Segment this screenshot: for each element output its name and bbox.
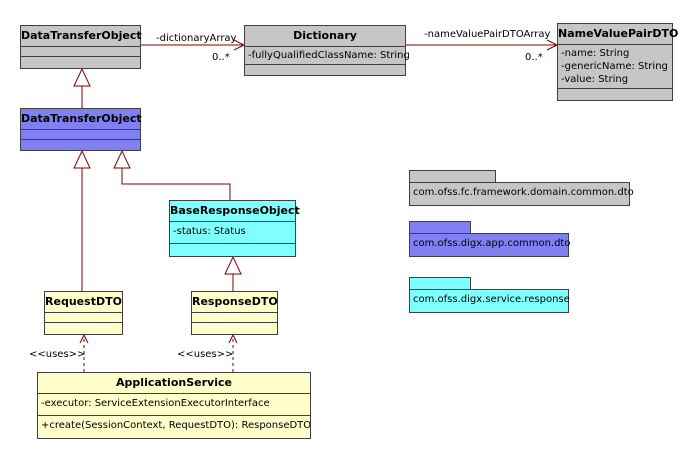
gen-request-head bbox=[73, 149, 91, 169]
class-name: RequestDTO bbox=[45, 292, 122, 313]
class-attribute-executor: -executor: ServiceExtensionExecutorInter… bbox=[38, 394, 310, 416]
class-name: DataTransferObject bbox=[21, 26, 142, 47]
class-name-value-pair-dto[interactable]: NameValuePairDTO -name: String -genericN… bbox=[557, 23, 678, 101]
class-operations bbox=[558, 89, 672, 100]
class-name: DataTransferObject bbox=[21, 109, 142, 130]
class-operations bbox=[45, 323, 122, 334]
class-attributes bbox=[21, 47, 140, 57]
class-operation-create: +create(SessionContext, RequestDTO): Res… bbox=[41, 420, 312, 431]
assoc-nvp-role: -nameValuePairDTOArray bbox=[424, 29, 551, 40]
class-attribute-value: -value: String bbox=[561, 74, 629, 85]
class-application-service[interactable]: ApplicationService -executor: ServiceExt… bbox=[37, 372, 311, 439]
class-request-dto[interactable]: RequestDTO bbox=[44, 291, 123, 335]
class-attribute-name: -name: String bbox=[561, 48, 630, 59]
legend-package-label: com.ofss.fc.framework.domain.common.dto bbox=[409, 182, 634, 206]
class-operations bbox=[21, 140, 140, 151]
class-attribute-status: -status: Status bbox=[170, 222, 295, 244]
class-attributes bbox=[21, 130, 140, 140]
assoc-dictionary-multiplicity: 0..* bbox=[212, 52, 230, 63]
class-data-transfer-object-framework[interactable]: DataTransferObject bbox=[20, 25, 142, 69]
assoc-dictionary-role: -dictionaryArray bbox=[156, 33, 237, 44]
class-attribute-generic-name: -genericName: String bbox=[561, 61, 668, 72]
legend-package-label: com.ofss.digx.app.common.dto bbox=[409, 233, 570, 257]
class-attributes bbox=[45, 313, 122, 323]
class-attributes: -name: String -genericName: String -valu… bbox=[558, 45, 672, 89]
gen-purple-to-gray-head bbox=[73, 67, 91, 87]
class-base-response-object[interactable]: BaseResponseObject -status: Status bbox=[169, 200, 300, 257]
dep-uses-response-arrow bbox=[228, 333, 238, 344]
class-dictionary[interactable]: Dictionary -fullyQualifiedClassName: Str… bbox=[244, 25, 410, 76]
class-operations bbox=[21, 57, 140, 68]
class-data-transfer-object-app[interactable]: DataTransferObject bbox=[20, 108, 142, 151]
legend-package-label: com.ofss.digx.service.response bbox=[409, 289, 570, 313]
gen-base-head bbox=[113, 149, 131, 169]
class-attributes bbox=[192, 313, 277, 323]
dep-uses-request-label: <<uses>> bbox=[29, 349, 86, 360]
class-operations bbox=[192, 323, 277, 334]
gen-response-head bbox=[224, 255, 242, 275]
class-name: BaseResponseObject bbox=[170, 201, 300, 222]
class-response-dto[interactable]: ResponseDTO bbox=[191, 291, 278, 335]
class-operations bbox=[170, 244, 295, 257]
gen-base-line bbox=[121, 168, 231, 200]
dep-uses-response-label: <<uses>> bbox=[177, 349, 234, 360]
class-name: ApplicationService bbox=[38, 373, 310, 394]
class-name: Dictionary bbox=[245, 26, 405, 47]
class-name: NameValuePairDTO bbox=[558, 24, 678, 45]
class-operations bbox=[245, 65, 405, 75]
assoc-nvp-multiplicity: 0..* bbox=[525, 52, 543, 63]
class-attribute-qualified-class-name: -fullyQualifiedClassName: String bbox=[245, 47, 410, 65]
dep-uses-request-arrow bbox=[79, 333, 89, 344]
class-name: ResponseDTO bbox=[192, 292, 278, 313]
